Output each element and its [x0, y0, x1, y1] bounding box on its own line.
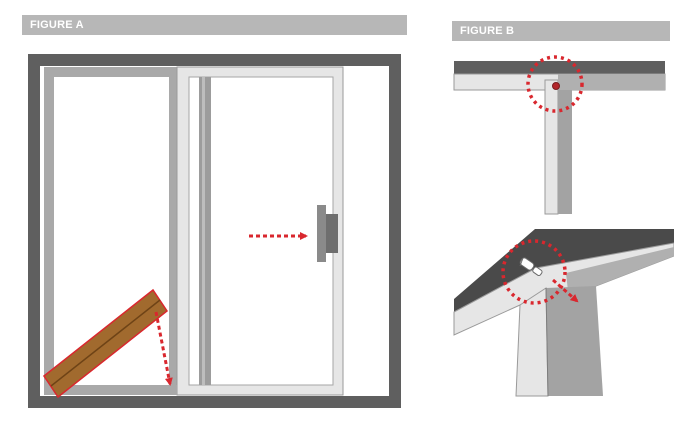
- figure-a-label: FIGURE A: [30, 19, 84, 31]
- door-handle: [317, 205, 338, 262]
- stile-dark: [558, 80, 572, 214]
- dowel-bar: [42, 288, 169, 399]
- figure-b-top-joint: [453, 55, 666, 215]
- perspective-rail-shade: [566, 247, 674, 291]
- sliding-panel-glass: [188, 76, 334, 386]
- pin-screw-icon: [552, 82, 560, 90]
- arrow-diagonal: [552, 278, 579, 303]
- arrow-down: [154, 311, 173, 386]
- figure-b-label: FIGURE B: [460, 25, 515, 37]
- interlock-highlight: [202, 77, 205, 385]
- perspective-rail-dark: [454, 229, 674, 312]
- highlight-circle-perspective-icon: [501, 239, 567, 305]
- figure-a-header: FIGURE A: [22, 15, 407, 35]
- figure-b-perspective-joint: [453, 229, 674, 397]
- figure-a-sliding-door: [28, 54, 401, 408]
- highlight-circle-icon: [526, 55, 584, 113]
- perspective-stile-dark: [546, 286, 603, 396]
- top-rail-dark: [454, 61, 665, 74]
- figure-b-header: FIGURE B: [452, 21, 670, 41]
- top-rail-shade: [558, 74, 665, 90]
- stile-light: [544, 79, 559, 215]
- bottom-track: [44, 385, 177, 395]
- pin-screw-perspective-icon: [519, 257, 543, 277]
